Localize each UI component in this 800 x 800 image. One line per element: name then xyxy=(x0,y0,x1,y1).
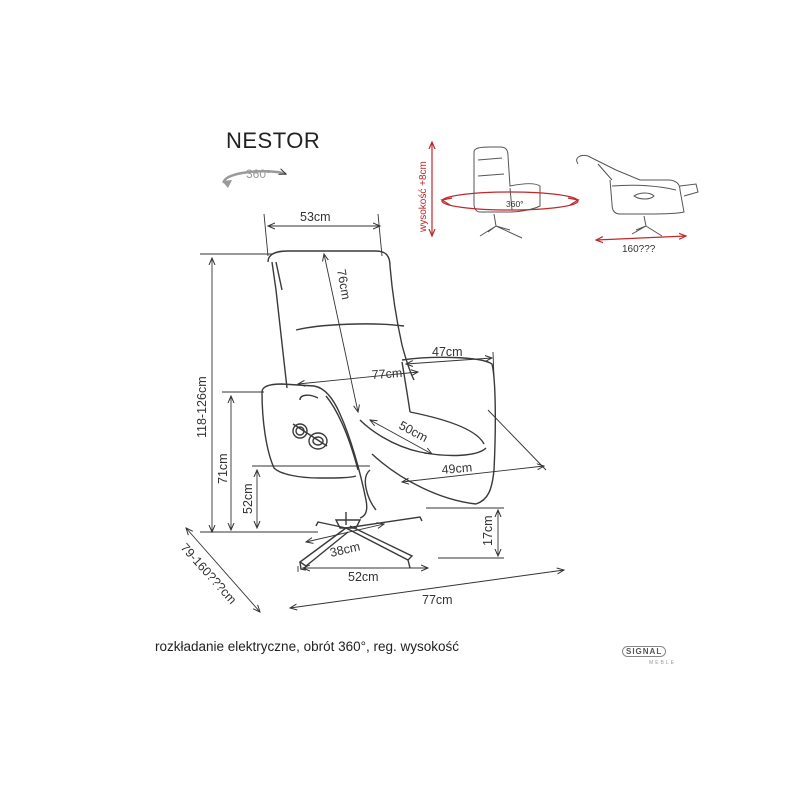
dim-seat-width: 49cm xyxy=(441,460,473,477)
dim-total-depth: 79-160???cm xyxy=(178,541,240,607)
dim-overall-width: 77cm xyxy=(422,593,453,607)
rotation-360-icon: 360° xyxy=(222,167,286,188)
height-rotation-inset: wysokość +8cm 360° xyxy=(418,142,580,239)
dim-seat-height: 52cm xyxy=(241,483,255,514)
reclined-chair-inset: 160??? xyxy=(576,155,699,255)
dim-base-width: 52cm xyxy=(348,570,379,584)
chair-outline xyxy=(261,250,496,571)
recline-length-label: 160??? xyxy=(622,244,656,255)
dim-back-height: 76cm xyxy=(334,268,353,301)
dim-inner-width: 77cm xyxy=(371,366,402,382)
brand-logo: SIGNAL MEBLE xyxy=(622,641,676,666)
dimension-lines xyxy=(186,213,564,612)
brand-logo-main: SIGNAL xyxy=(622,646,667,657)
product-title: NESTOR xyxy=(226,128,321,153)
dim-back-width: 53cm xyxy=(300,210,331,224)
dim-base-leg: 38cm xyxy=(329,539,362,560)
brand-logo-sub: MEBLE xyxy=(649,660,676,666)
dim-seat-depth: 50cm xyxy=(397,418,431,445)
dim-base-height: 17cm xyxy=(481,515,495,546)
feature-caption: rozkładanie elektryczne, obrót 360°, reg… xyxy=(155,639,460,654)
height-adjust-label: wysokość +8cm xyxy=(418,161,429,233)
dim-arm-depth: 47cm xyxy=(432,345,463,359)
dim-arm-height: 71cm xyxy=(216,453,230,484)
dim-total-height: 118-126cm xyxy=(195,376,209,438)
dimension-labels: 53cm 76cm 47cm 77cm 50cm 49cm 118-126cm … xyxy=(178,210,495,607)
rotation-360-label: 360° xyxy=(246,167,271,181)
rotation-inset-label: 360° xyxy=(506,199,524,209)
